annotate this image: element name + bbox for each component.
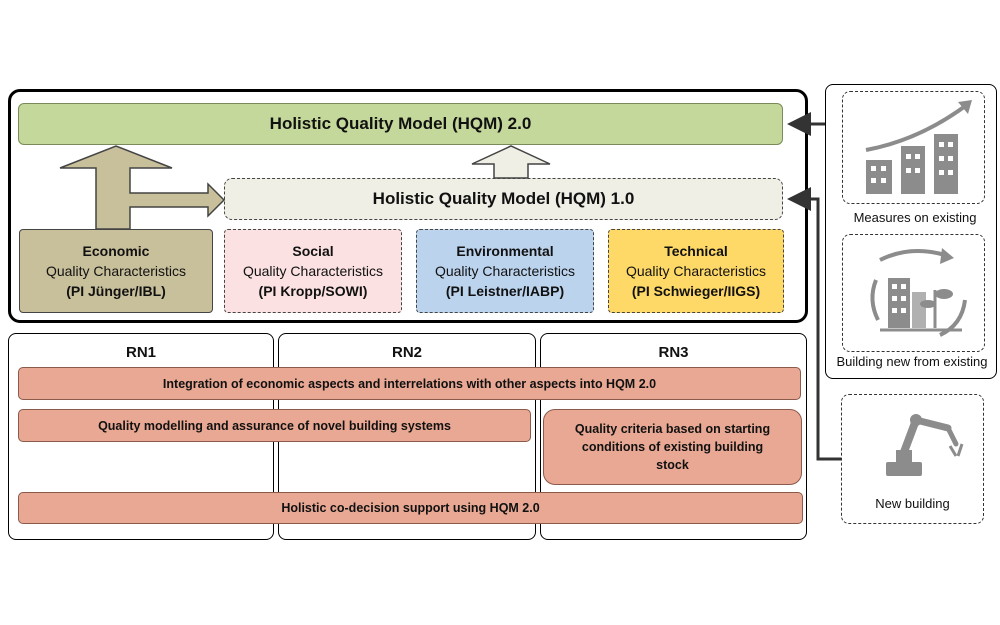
rn3-label: RN3 xyxy=(658,344,689,361)
social-subtitle: Quality Characteristics xyxy=(242,263,384,279)
hqm1-title: Holistic Quality Model (HQM) 1.0 xyxy=(372,189,635,208)
project-novel-systems: Quality modelling and assurance of novel… xyxy=(18,409,531,442)
project-co-decision-label: Holistic co-decision support using HQM 2… xyxy=(281,501,540,515)
existing-stock-frame xyxy=(825,84,997,379)
project-economic-integration: Integration of economic aspects and inte… xyxy=(18,367,801,400)
environmental-subtitle: Quality Characteristics xyxy=(434,263,576,279)
economic-to-hqm-arrow xyxy=(59,145,226,230)
environmental-title: Environmental xyxy=(456,243,554,259)
rn3-column: RN3 xyxy=(540,333,807,540)
environmental-characteristics: Environmental Quality Characteristics (P… xyxy=(416,229,594,313)
new-building-to-hqm1-arrow xyxy=(787,187,841,461)
new-building-caption: New building xyxy=(875,496,950,511)
rn1-label: RN1 xyxy=(125,344,156,361)
rn2-label: RN2 xyxy=(391,344,422,361)
technical-title: Technical xyxy=(664,243,728,259)
hqm1-box: Holistic Quality Model (HQM) 1.0 xyxy=(224,178,783,220)
environmental-pi: (PI Leistner/IABP) xyxy=(445,283,565,299)
robot-arm-icon xyxy=(886,414,964,476)
project-economic-integration-label: Integration of economic aspects and inte… xyxy=(162,376,657,391)
social-title: Social xyxy=(292,243,334,259)
growing-buildings-icon xyxy=(865,100,972,194)
build-from-existing-caption: Building new from existing xyxy=(836,354,988,369)
project-quality-criteria: Quality criteria based on starting condi… xyxy=(543,409,802,485)
project-quality-criteria-label: Quality criteria based on starting condi… xyxy=(574,422,771,472)
economic-pi: (PI Jünger/IBL) xyxy=(66,283,166,299)
technical-characteristics: Technical Quality Characteristics (PI Sc… xyxy=(608,229,784,313)
measures-caption: Measures on existing xyxy=(853,210,977,225)
economic-title: Economic xyxy=(82,243,150,259)
social-pi: (PI Kropp/SOWI) xyxy=(258,283,368,299)
social-characteristics: Social Quality Characteristics (PI Kropp… xyxy=(224,229,402,313)
recycle-building-icon xyxy=(870,248,967,337)
project-co-decision: Holistic co-decision support using HQM 2… xyxy=(18,492,803,524)
technical-pi: (PI Schwieger/IIGS) xyxy=(631,283,761,299)
hqm1-to-hqm2-arrow xyxy=(471,145,551,179)
hqm2-title: Holistic Quality Model (HQM) 2.0 xyxy=(269,114,532,133)
economic-characteristics: Economic Quality Characteristics (PI Jün… xyxy=(19,229,213,313)
hqm2-box: Holistic Quality Model (HQM) 2.0 xyxy=(18,103,783,145)
project-novel-systems-label: Quality modelling and assurance of novel… xyxy=(98,418,451,433)
technical-subtitle: Quality Characteristics xyxy=(625,263,767,279)
economic-subtitle: Quality Characteristics xyxy=(45,263,187,279)
